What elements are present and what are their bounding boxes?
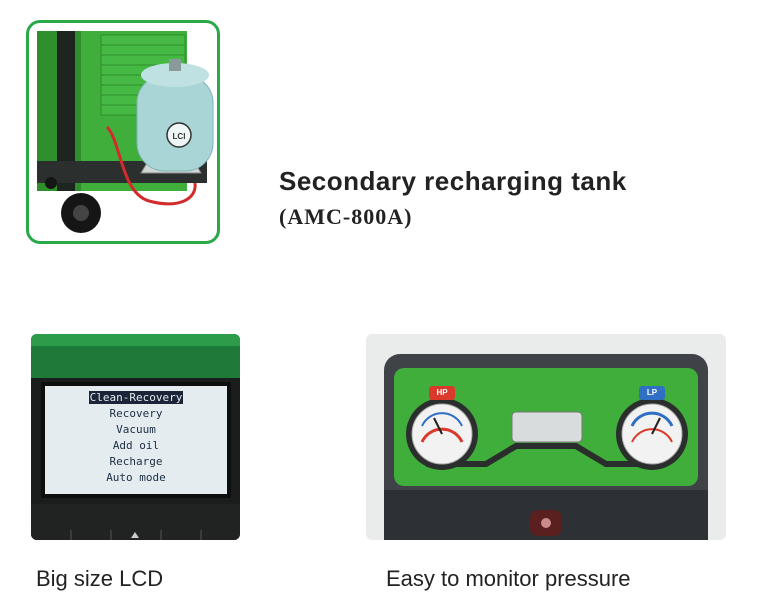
lcd-menu-item: Add oil [112,439,160,452]
lcd-panel-background [31,334,240,540]
hp-badge: HP [429,386,455,400]
pressure-caption: Easy to monitor pressure [386,566,631,591]
lcd-menu-item: Vacuum [116,423,156,436]
lcd-menu-item: Clean-Recovery [45,390,227,406]
lcd-caption: Big size LCD [36,566,164,591]
gauge-panel-illustration [384,354,708,540]
lcd-menu-item-selected: Clean-Recovery [88,391,184,404]
pressure-gauges-photo: HP LP [366,334,726,540]
lcd-photo: Clean-Recovery Recovery Vacuum Add oil R… [31,334,240,540]
recharging-tank-illustration: LCI [37,31,214,233]
lcd-menu-item: Auto mode [106,471,166,484]
lcd-screen: Clean-Recovery Recovery Vacuum Add oil R… [41,382,231,498]
lp-badge: LP [639,386,665,400]
lcd-menu-item: Recovery [109,407,163,420]
tank-model: (AMC-800A) [279,204,413,229]
tank-badge-text: LCI [173,132,186,141]
lcd-menu-item: Recharge [109,455,163,468]
tank-title: Secondary recharging tank [279,166,627,196]
lcd-menu: Clean-Recovery Recovery Vacuum Add oil R… [45,390,227,486]
up-arrow-icon [131,532,139,538]
tank-photo: LCI [26,20,220,244]
